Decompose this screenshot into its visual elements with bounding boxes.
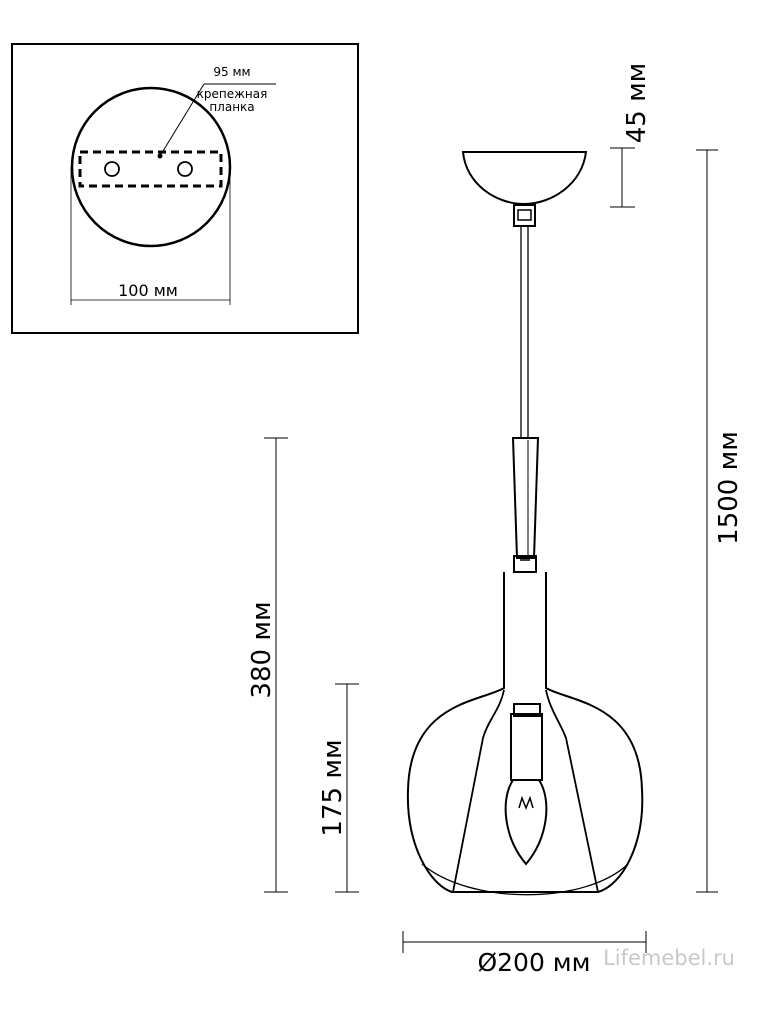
canopy-diameter-label: 100 мм — [118, 281, 178, 300]
shade-bottom-curve — [421, 863, 629, 896]
mount-hole-right — [177, 161, 193, 177]
shade-diameter-label: Ø200 мм — [477, 948, 590, 977]
watermark: Lifemebel.ru — [603, 946, 735, 970]
plate-width-label: 95 мм — [213, 65, 250, 79]
socket-collar — [513, 703, 541, 717]
mounting-plate — [78, 150, 223, 188]
shade-inner-left — [452, 689, 505, 893]
dimension-lines — [264, 147, 718, 953]
canopy-circle — [70, 86, 232, 248]
bulb-height-label: 175 мм — [318, 739, 348, 836]
plate-caption-line2: планка — [209, 100, 254, 114]
mount-hole-left — [104, 161, 120, 177]
pendant-lamp — [406, 151, 644, 896]
bulb-filament — [518, 795, 534, 811]
shade-height-label: 380 мм — [247, 601, 277, 698]
neck-coupler — [513, 555, 537, 573]
canopy-fitting — [513, 204, 536, 227]
candle-bulb — [504, 779, 548, 866]
mount-inset: 95 мм крепежная планка 100 мм — [11, 43, 359, 334]
plate-leader-line — [159, 83, 205, 157]
upper-neck — [511, 437, 540, 559]
plate-caption-line1: крепежная — [197, 87, 268, 101]
canopy-height-label: 45 мм — [622, 63, 652, 144]
bulb-socket — [510, 713, 543, 781]
total-height-label: 1500 мм — [714, 431, 744, 545]
shade-inner-right — [545, 689, 599, 893]
ceiling-canopy — [461, 151, 588, 206]
glass-shade — [406, 572, 644, 893]
inset-frame — [11, 43, 359, 334]
canopy-fitting-detail — [517, 209, 532, 221]
